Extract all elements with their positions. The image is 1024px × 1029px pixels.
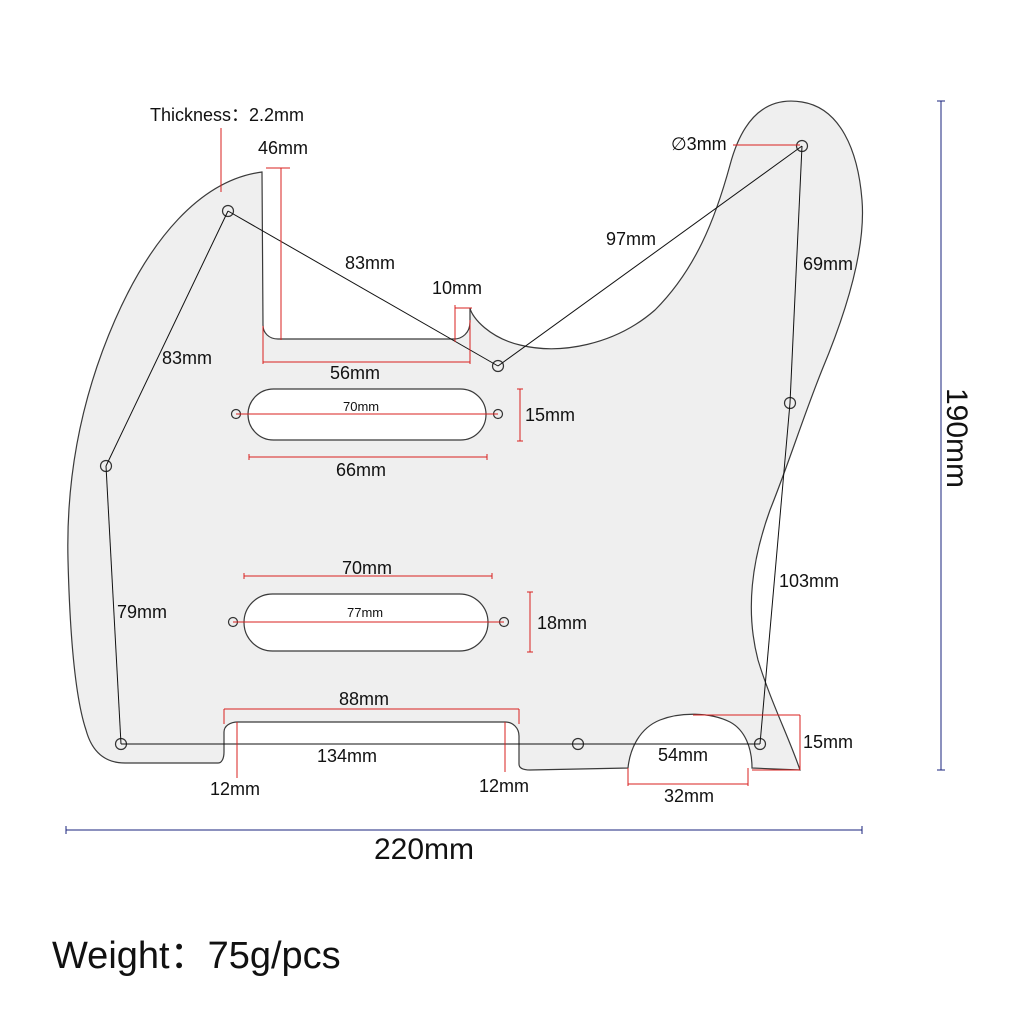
overall-width-label: 220mm	[374, 833, 474, 866]
overall-height-label: 190mm	[940, 388, 973, 488]
weight-label: Weight：75g/pcs	[52, 935, 341, 977]
dim-pickup1-height: 15mm	[525, 405, 575, 425]
dim-bottom-holes: 134mm	[317, 746, 377, 766]
hole-diameter-label: ∅3mm	[671, 134, 727, 154]
thickness-label: Thickness：2.2mm	[150, 105, 304, 125]
dim-hole-b-c: 83mm	[162, 348, 212, 368]
dim-neck-width: 56mm	[330, 363, 380, 383]
dim-slot-right: 12mm	[479, 776, 529, 796]
dim-pickup1-holes: 70mm	[343, 399, 379, 414]
dim-pickup1-width: 66mm	[336, 460, 386, 480]
red-dimension-lines	[220, 128, 801, 786]
dim-neck-depth: 46mm	[258, 138, 308, 158]
dim-pickup2-holes: 77mm	[347, 605, 383, 620]
dim-bottom-slot: 88mm	[339, 689, 389, 709]
dim-hole-a-b: 83mm	[345, 253, 395, 273]
dim-hole-f-g: 103mm	[779, 571, 839, 591]
dim-pickup2-width: 70mm	[342, 558, 392, 578]
dim-hole-c-h: 79mm	[117, 602, 167, 622]
dim-pickup2-height: 18mm	[537, 613, 587, 633]
hole-distance-lines	[105, 145, 803, 745]
dim-cutout-bottom: 32mm	[664, 786, 714, 806]
dim-hole-d-e: 97mm	[606, 229, 656, 249]
overall-dimension-lines	[65, 100, 945, 834]
dim-slot-left: 12mm	[210, 779, 260, 799]
dim-cutout-height: 15mm	[803, 732, 853, 752]
dim-hole-e-f: 69mm	[803, 254, 853, 274]
dim-cutout-width: 54mm	[658, 745, 708, 765]
dim-neck-step: 10mm	[432, 278, 482, 298]
